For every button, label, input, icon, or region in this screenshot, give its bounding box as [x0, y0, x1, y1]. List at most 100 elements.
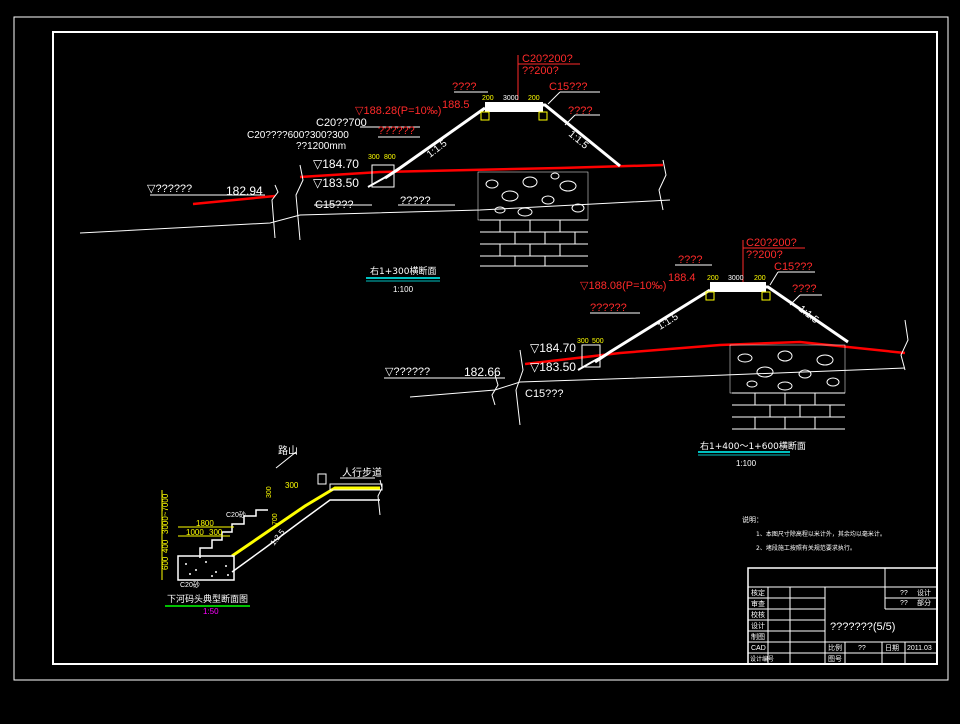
s1-label-road: ????	[452, 81, 476, 93]
tb-row-4: 设计	[751, 621, 765, 630]
s1-thick-1200: ??1200mm	[296, 141, 346, 152]
title-block-text: 核定 审查 校核 设计 制图 CAD 设计编号 ?? 设计 ?? 部分 ????…	[750, 588, 932, 663]
s2-curb-left	[705, 291, 715, 301]
s1-label-left: ??????	[378, 125, 415, 137]
s1-ditch-wall	[367, 169, 399, 188]
detail-railing-post	[317, 473, 327, 485]
detail-dim-400: 400	[161, 539, 170, 553]
detail-break	[377, 479, 383, 516]
s1-curb-left	[480, 111, 490, 121]
notes-line-1: 1、本图尺寸除高程以米计外，其余均以毫米计。	[756, 530, 886, 538]
s2-label-road: ????	[678, 254, 702, 266]
tb-row-2: 审查	[751, 599, 765, 608]
detail-label-path: 路山	[278, 444, 298, 457]
s2-dim-top-1: 200	[707, 275, 719, 282]
s1-elev-18470: ▽184.70	[313, 157, 359, 171]
s1-water-label: ▽??????	[147, 183, 192, 195]
tb-row-1: 核定	[751, 588, 765, 597]
section-2: C20?200? ??200? ???? C15??? ???? 1:1.5 1…	[384, 237, 909, 468]
detail-slope-white	[231, 499, 380, 573]
s1-break-right	[658, 159, 667, 211]
tb-ratio-label: 比例	[828, 643, 842, 652]
s2-caption: 右1+400～1+600横断面	[700, 440, 806, 452]
s2-elev-18470: ▽184.70	[530, 341, 576, 355]
tb-right-top-2: ??	[900, 600, 908, 607]
s1-c20-600: C20????600?300?300	[247, 130, 349, 141]
detail-dim-700: 700	[272, 513, 279, 525]
s2-slope-right-label: 1:1.5	[796, 304, 821, 327]
detail-dim-vertical: 3000~7000	[161, 493, 170, 534]
tb-bottom-label: 设计编号	[750, 655, 774, 663]
s2-water-elev: 182.66	[464, 365, 501, 379]
s1-masonry	[480, 219, 588, 267]
detail-footing-fill	[185, 561, 229, 577]
s1-c15-ditch: C15???	[315, 199, 354, 211]
detail-dim-1000: 1000	[186, 528, 204, 537]
detail-c20-label: C20砂	[226, 510, 246, 519]
s2-ditch-wall	[577, 354, 606, 371]
detail-leader-path	[275, 451, 297, 469]
detail-label-walkway: 人行步道	[342, 466, 382, 479]
s2-leader-right	[789, 294, 801, 306]
s2-road-deck	[710, 282, 766, 292]
s2-elev-top: 188.4	[668, 272, 696, 284]
s1-ground-right	[299, 163, 664, 179]
s1-dim-ditch-1: 300	[368, 154, 380, 161]
s2-break-left	[491, 374, 499, 406]
s1-break-mid	[295, 164, 304, 241]
s1-elev-18350: ▽183.50	[313, 176, 359, 190]
notes-title: 说明：	[742, 515, 763, 524]
outer-border	[13, 16, 949, 681]
detail-dim-1800: 1800	[196, 519, 214, 528]
tb-row-5: 制图	[751, 632, 765, 641]
s2-label-right: ????	[792, 283, 816, 295]
s2-masonry	[732, 392, 845, 430]
s1-road-deck	[485, 102, 543, 112]
tb-row-3: 校核	[751, 610, 765, 619]
detail-dim-300a: 300	[209, 528, 223, 537]
s1-slope-left-label: 1:1.5	[425, 138, 450, 161]
s1-break-left	[271, 184, 279, 239]
tb-drawing-title: ???????(5/5)	[830, 621, 895, 633]
s2-elev-flood: ▽188.08(P=10‰)	[580, 280, 666, 292]
inner-border	[52, 31, 938, 665]
s1-dim-ditch-2: 800	[384, 154, 396, 161]
tb-right-top-1: ??	[900, 590, 908, 597]
s1-dim-top-1: 200	[482, 95, 494, 102]
s1-scale: 1:100	[393, 285, 414, 294]
s1-base-line	[79, 199, 671, 234]
detail-dim-600: 600	[161, 556, 170, 570]
s1-label-c15: C15???	[549, 81, 588, 93]
s1-elev-top: 188.5	[442, 99, 470, 111]
s2-dim-ditch-2: 500	[592, 338, 604, 345]
s1-top-note-2: ??200?	[522, 65, 559, 77]
s2-label-left: ??????	[590, 302, 627, 314]
s1-curb-right	[538, 111, 548, 121]
tb-date-label: 日期	[885, 644, 899, 652]
s1-leader-c15	[547, 91, 561, 105]
s2-dim-ditch-1: 300	[577, 338, 589, 345]
tb-sheet-label: 图号	[828, 655, 842, 663]
s2-c15-ditch: C15???	[525, 388, 564, 400]
detail-c20-bottom: C20砂	[180, 580, 200, 589]
s2-label-c15: C15???	[774, 261, 813, 273]
s1-dim-top-3: 200	[528, 95, 540, 102]
tb-ratio-value: ??	[858, 645, 866, 652]
s2-top-note-2: ??200?	[746, 249, 783, 261]
s1-slope-right-label: 1:1.5	[566, 129, 590, 152]
section-1: C20?200? ??200? ???? C15??? ???? 1:1.5 1…	[79, 53, 671, 294]
s2-elev-18350: ▽183.50	[530, 360, 576, 374]
detail-footing	[177, 555, 235, 581]
notes-line-2: 2、堵段施工按照有关规范要求执行。	[756, 544, 856, 552]
s2-scale: 1:100	[736, 459, 757, 468]
detail-scale: 1:50	[203, 607, 219, 616]
tb-row-6: CAD	[751, 645, 766, 652]
s2-break-right	[900, 319, 909, 371]
notes-block: 说明： 1、本图尺寸除高程以米计外，其余均以毫米计。 2、堵段施工按照有关规范要…	[742, 515, 886, 552]
s2-leader-c15	[769, 271, 779, 286]
detail-dim-300b: 300	[285, 481, 299, 490]
s2-dim-top-2: 3000	[728, 275, 744, 282]
s1-rock-fill	[477, 171, 589, 221]
detail-pier-section: 3000~7000 600 400 1800 1000 300 300 C20砂…	[161, 444, 383, 616]
